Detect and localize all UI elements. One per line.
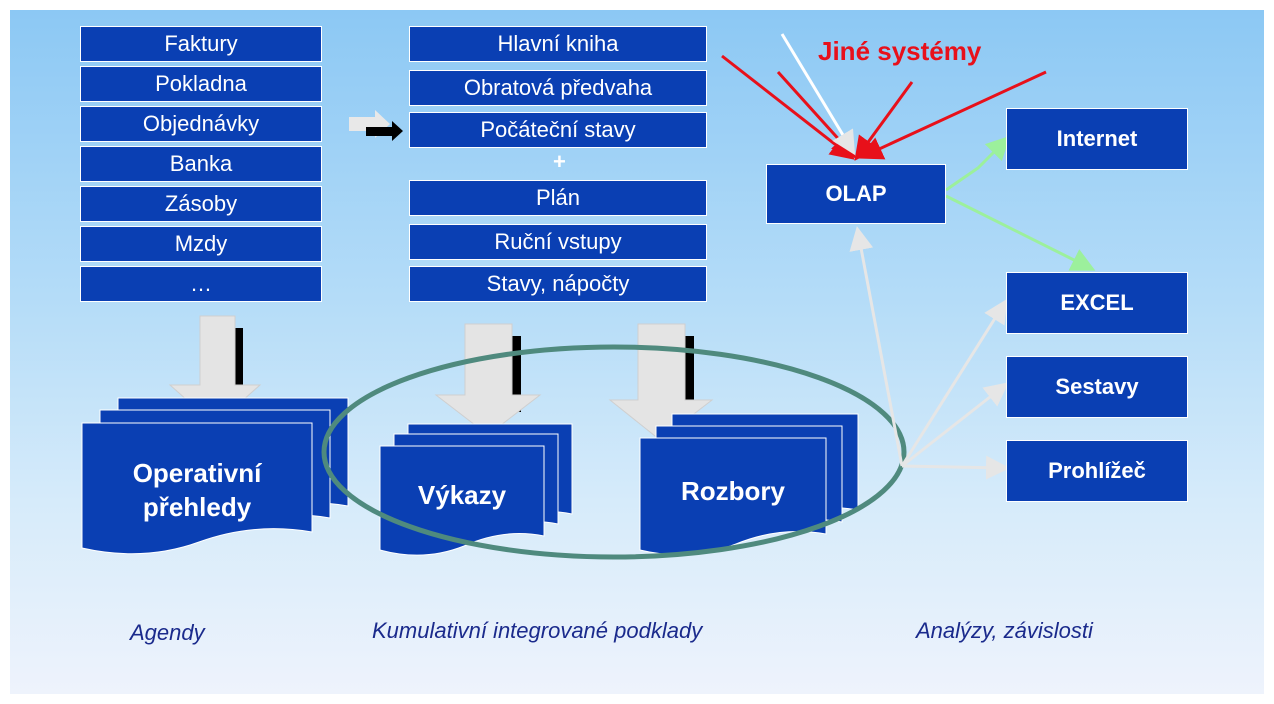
doc-vykazy: Výkazy [417, 480, 507, 510]
agenda-item-faktury: Faktury [80, 26, 322, 62]
document-stack-operativni-icon [81, 397, 349, 555]
caption-agendy: Agendy [130, 620, 205, 645]
doc-operativni-line1: Operativní [132, 458, 262, 488]
integration-ellipse [321, 344, 907, 560]
doc-operativni-line2: přehledy [142, 492, 252, 522]
output-internet: Internet [1006, 108, 1188, 170]
red-incoming-arrows [721, 54, 1047, 161]
podklad-item-stavy-napocty: Stavy, nápočty [409, 266, 707, 302]
agenda-item-objednavky: Objednávky [80, 106, 322, 142]
agenda-item-zasoby: Zásoby [80, 186, 322, 222]
document-stack-rozbory-icon [639, 413, 859, 556]
podklad-item-obratova-predvaha: Obratová předvaha [409, 70, 707, 106]
agenda-item-banka: Banka [80, 146, 322, 182]
output-sestavy: Sestavy [1006, 356, 1188, 418]
white-fan-arrows [849, 226, 1010, 480]
caption-podklady: Kumulativní integrované podklady [372, 618, 703, 643]
down-arrow-vykazy-icon [434, 323, 542, 436]
jine-systemy-label: Jiné systémy [818, 36, 982, 66]
white-incoming-arrow [780, 33, 856, 156]
agenda-item-mzdy: Mzdy [80, 226, 322, 262]
agenda-item-more: … [80, 266, 322, 302]
green-olap-arrows [945, 135, 1096, 271]
small-right-arrow-icon [349, 110, 403, 141]
doc-operativni-prehledy: Operativní přehledy [82, 456, 312, 524]
output-prohlizec: Prohlížeč [1006, 440, 1188, 502]
olap-box: OLAP [766, 164, 946, 224]
document-stack-vykazy-icon [379, 423, 573, 556]
podklad-item-plan: Plán [409, 180, 707, 216]
podklad-item-pocatecni-stavy: Počáteční stavy [409, 112, 707, 148]
output-excel: EXCEL [1006, 272, 1188, 334]
plus-sign: + [553, 149, 566, 174]
agenda-item-pokladna: Pokladna [80, 66, 322, 102]
doc-rozbory: Rozbory [681, 476, 785, 506]
podklad-item-hlavni-kniha: Hlavní kniha [409, 26, 707, 62]
caption-analyzy: Analýzy, závislosti [916, 618, 1093, 643]
podklad-item-rucni-vstupy: Ruční vstupy [409, 224, 707, 260]
